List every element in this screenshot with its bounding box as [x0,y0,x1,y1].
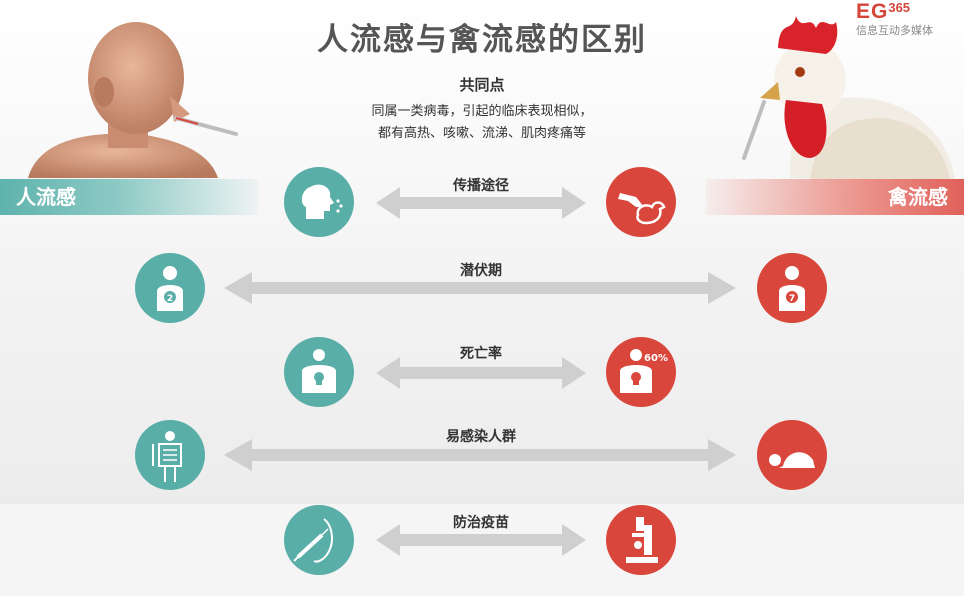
hand-duck-icon [606,167,676,237]
common-line-1: 同属一类病毒，引起的临床表现相似， [371,104,593,119]
rooster-illustration [730,8,960,180]
man-illustration [18,18,248,178]
incubation-human-days: 2 [167,294,173,304]
torso-7-icon: 7 [757,253,827,323]
mortality-avian-rate: 60% [644,353,668,364]
row-label-vaccine: 防治疫苗 [453,515,509,531]
common-line-2: 都有高热、咳嗽、流涕、肌肉疼痛等 [377,126,586,141]
background-bottom [0,504,964,596]
avian-flu-label: 禽流感 [706,179,964,215]
arrow-transmission [376,185,586,221]
torso-2-icon: 2 [135,253,205,323]
row-label-incubation: 潜伏期 [460,263,502,279]
incubation-avian-days: 7 [789,294,795,304]
microscope-icon [606,505,676,575]
arrow-incubation [224,270,736,306]
cough-icon [284,167,354,237]
row-label-transmission: 传播途径 [453,178,509,194]
syringe-arm-icon [284,505,354,575]
torso-skull-60-icon: 60% [606,337,676,407]
arrow-vaccine [376,522,586,558]
row-label-susceptible: 易感染人群 [446,429,516,445]
xray-body-icon [135,420,205,490]
brand-logo-num: 365 [888,0,911,15]
arrow-mortality [376,355,586,391]
brand-tagline: 信息互动多媒体 [856,24,933,37]
lying-person-icon [757,420,827,490]
brand-mark: EG365 [856,0,956,24]
row-label-mortality: 死亡率 [460,346,502,362]
page-title: 人流感与禽流感的区别 [317,22,647,58]
common-title: 共同点 [459,76,505,94]
brand-logo-main: EG [856,0,889,23]
torso-skull-icon [284,337,354,407]
brand-logo: EG365 信息互动多媒体 [856,0,956,38]
human-flu-label: 人流感 [0,179,258,215]
arrow-susceptible [224,437,736,473]
common-points: 共同点 同属一类病毒，引起的临床表现相似， 都有高热、咳嗽、流涕、肌肉疼痛等 [0,74,964,145]
